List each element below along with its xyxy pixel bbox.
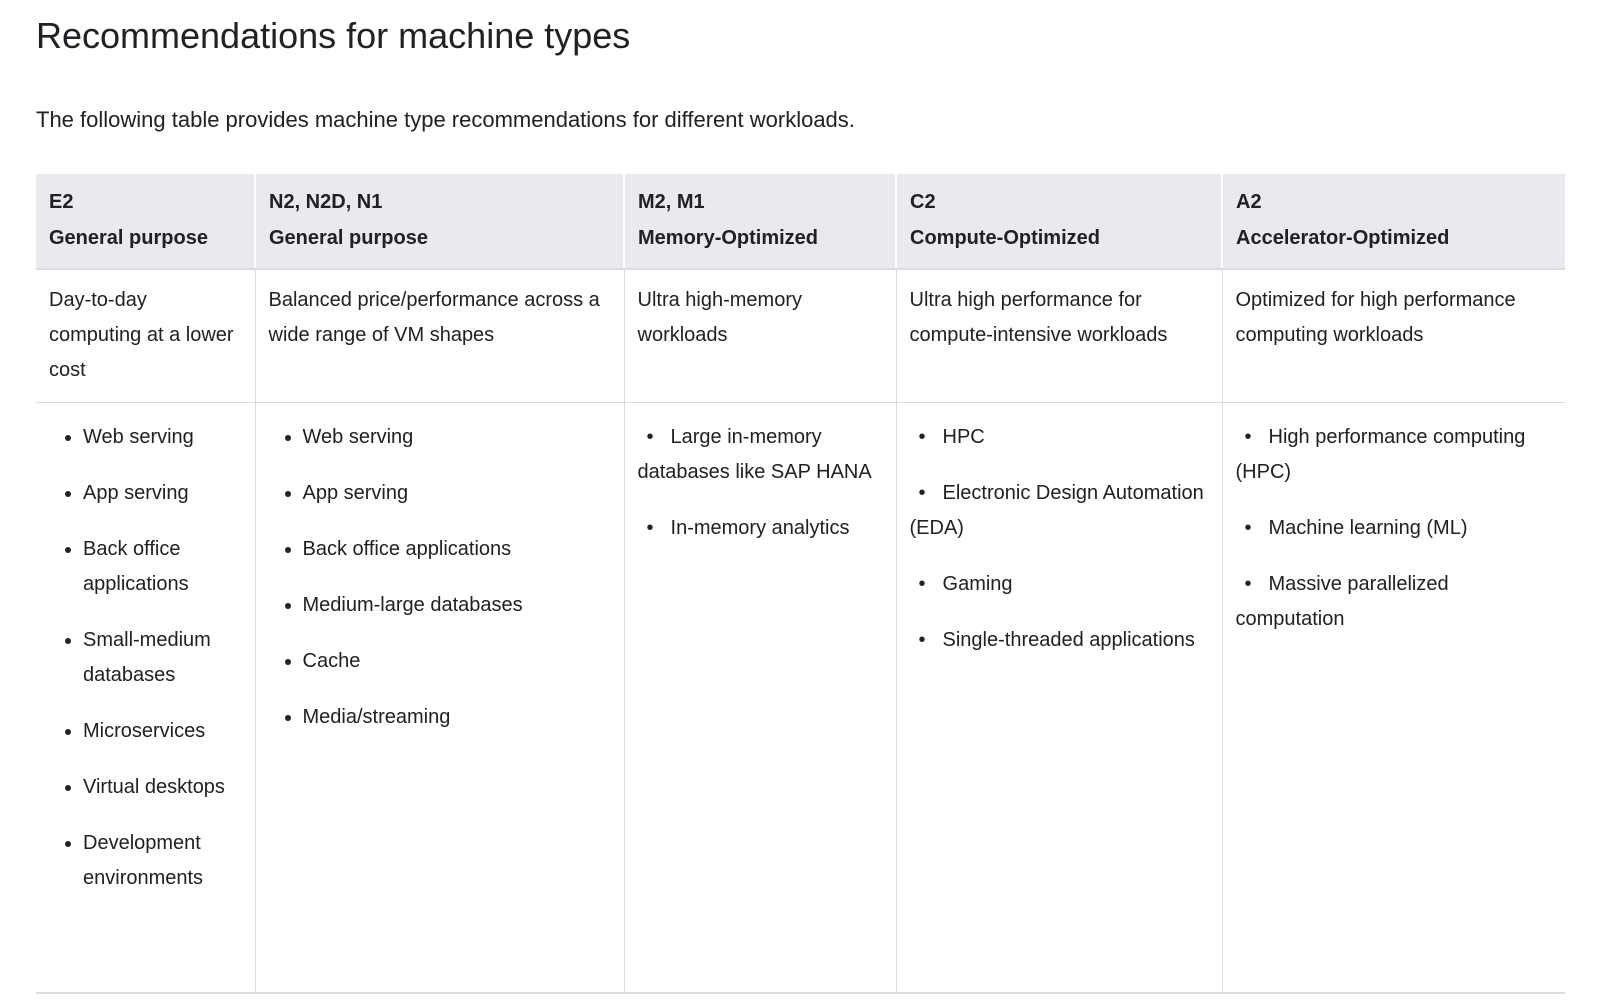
workload-list: High performance computing (HPC) Machine … <box>1236 420 1553 637</box>
description-cell-e2: Day-to-day computing at a lower cost <box>49 289 234 381</box>
workload-item: Development environments <box>83 826 242 896</box>
machine-type-category: General purpose <box>49 227 208 249</box>
workload-list: Web servingApp servingBack office applic… <box>49 420 242 896</box>
column-header-c2: C2 Compute-Optimized <box>895 174 1222 270</box>
table-header-row: E2 General purpose N2, N2D, N1 General p… <box>36 174 1565 270</box>
workload-list: Large in-memory databases like SAP HANA I… <box>638 420 883 546</box>
workload-item: High performance computing (HPC) <box>1236 420 1553 490</box>
workload-item: Large in-memory databases like SAP HANA <box>638 420 883 490</box>
machine-type-name: M2, M1 <box>638 191 705 213</box>
machine-type-recommendations-table: E2 General purpose N2, N2D, N1 General p… <box>36 174 1565 994</box>
workload-item: Single-threaded applications <box>910 623 1209 658</box>
workload-item: Web serving <box>83 420 242 455</box>
workload-list: Web servingApp servingBack office applic… <box>269 420 611 735</box>
description-row: Day-to-day computing at a lower cost Bal… <box>36 269 1565 403</box>
intro-text: The following table provides machine typ… <box>36 107 855 132</box>
workload-item: App serving <box>303 476 611 511</box>
page-title: Recommendations for machine types <box>36 15 631 56</box>
workload-item: Virtual desktops <box>83 770 242 805</box>
workload-item: HPC <box>910 420 1209 455</box>
workload-item: Small-medium databases <box>83 623 242 693</box>
description-cell-a2: Optimized for high performance computing… <box>1221 269 1565 403</box>
column-header-a2: A2 Accelerator-Optimized <box>1221 174 1565 270</box>
machine-type-category: General purpose <box>269 227 428 249</box>
workload-item: Gaming <box>910 567 1209 602</box>
column-header-m2: M2, M1 Memory-Optimized <box>623 174 896 270</box>
workload-item: In-memory analytics <box>638 511 883 546</box>
workload-item: Machine learning (ML) <box>1236 511 1553 546</box>
machine-type-name: C2 <box>910 191 936 213</box>
workloads-cell-c2: HPC Electronic Design Automation (EDA) Gam… <box>895 402 1222 993</box>
machine-type-name: A2 <box>1236 191 1262 213</box>
workload-item: Web serving <box>303 420 611 455</box>
machine-type-name: E2 <box>49 191 74 213</box>
machine-type-category: Memory-Optimized <box>638 227 819 249</box>
description-cell-n2: Balanced price/performance across a wide… <box>254 269 624 403</box>
machine-type-category: Accelerator-Optimized <box>1236 227 1450 249</box>
workload-item: Electronic Design Automation (EDA) <box>910 476 1209 546</box>
machine-type-name: N2, N2D, N1 <box>269 191 383 213</box>
description-cell-m2: Ultra high-memory workloads <box>623 269 896 403</box>
workloads-cell-a2: High performance computing (HPC) Machine … <box>1221 402 1565 993</box>
workload-item: Massive parallelized computation <box>1236 567 1553 637</box>
workload-item: Microservices <box>83 714 242 749</box>
workloads-row: Web servingApp servingBack office applic… <box>36 402 1565 993</box>
workloads-cell-n2: Web servingApp servingBack office applic… <box>254 402 624 993</box>
workload-item: Cache <box>303 644 611 679</box>
workload-item: Media/streaming <box>303 700 611 735</box>
column-header-n2: N2, N2D, N1 General purpose <box>254 174 624 270</box>
workload-list: HPC Electronic Design Automation (EDA) Gam… <box>910 420 1209 658</box>
workloads-cell-e2: Web servingApp servingBack office applic… <box>36 402 255 993</box>
workload-item: App serving <box>83 476 242 511</box>
workloads-cell-m2: Large in-memory databases like SAP HANA I… <box>623 402 896 993</box>
workload-item: Back office applications <box>303 532 611 567</box>
description-cell-c2: Ultra high performance for compute-inten… <box>895 269 1222 403</box>
workload-item: Back office applications <box>83 532 242 602</box>
column-header-e2: E2 General purpose <box>36 174 255 270</box>
machine-type-category: Compute-Optimized <box>910 227 1100 249</box>
workload-item: Medium-large databases <box>303 588 611 623</box>
